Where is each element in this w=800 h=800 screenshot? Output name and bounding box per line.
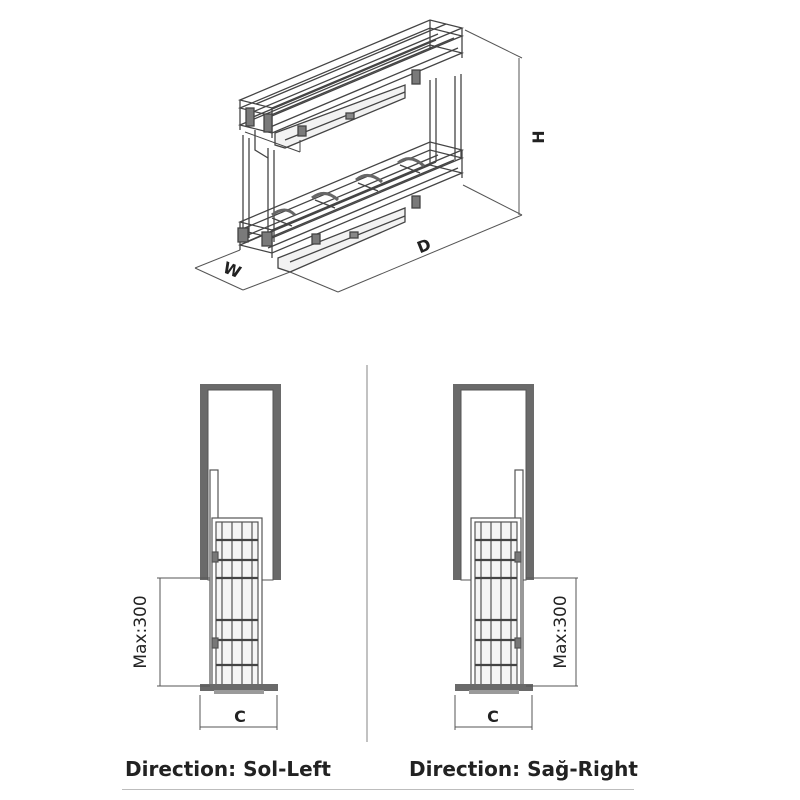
cabinet-left-panel [200, 384, 208, 580]
basket-frame-posts [242, 74, 462, 242]
height-extension-bottom [462, 184, 523, 216]
cabinet-left-panel [453, 384, 461, 580]
width-dimension-line [194, 267, 244, 291]
width-extension-left [194, 249, 241, 269]
right-max-label: Max:300 [551, 595, 571, 668]
isometric-basket-view [194, 19, 523, 293]
bottom-shelf-clips [237, 195, 421, 247]
depth-dimension-label: D [414, 235, 433, 258]
left-max-label: Max:300 [131, 595, 151, 668]
direction-right-caption: Direction: Sağ-Right [409, 757, 638, 781]
bottom-shelf [237, 141, 465, 273]
left-clearance-label: C [234, 707, 246, 726]
right-direction-view [453, 384, 578, 730]
depth-dimension-line [337, 214, 523, 293]
left-direction-view [157, 384, 281, 730]
clearance-dimension [199, 695, 278, 730]
top-shelf-clips [245, 69, 421, 137]
basket-unit [209, 469, 263, 691]
direction-left-caption: Direction: Sol-Left [125, 757, 331, 781]
right-clearance-label: C [487, 707, 499, 726]
cabinet-right-panel [526, 384, 534, 580]
cabinet-top [453, 384, 534, 390]
bottom-shelf-dividers [271, 157, 426, 217]
height-dimension-label: H [529, 130, 548, 143]
height-extension-top [464, 29, 523, 59]
base-rail [214, 690, 264, 694]
depth-extension [289, 271, 339, 293]
base-plate [200, 684, 278, 691]
width-dimension-label: W [220, 258, 244, 282]
cabinet-right-panel [273, 384, 281, 580]
cabinet-top [200, 384, 281, 390]
max-dimension [157, 577, 210, 687]
basket-unit [470, 469, 524, 691]
base-plate [455, 684, 533, 691]
dimension-lines [194, 29, 523, 293]
max-dimension [526, 577, 578, 687]
clearance-dimension [454, 695, 533, 730]
top-shelf [237, 19, 465, 153]
base-rail [469, 690, 519, 694]
width-extension-right [242, 271, 291, 291]
footer-rule [122, 789, 634, 790]
